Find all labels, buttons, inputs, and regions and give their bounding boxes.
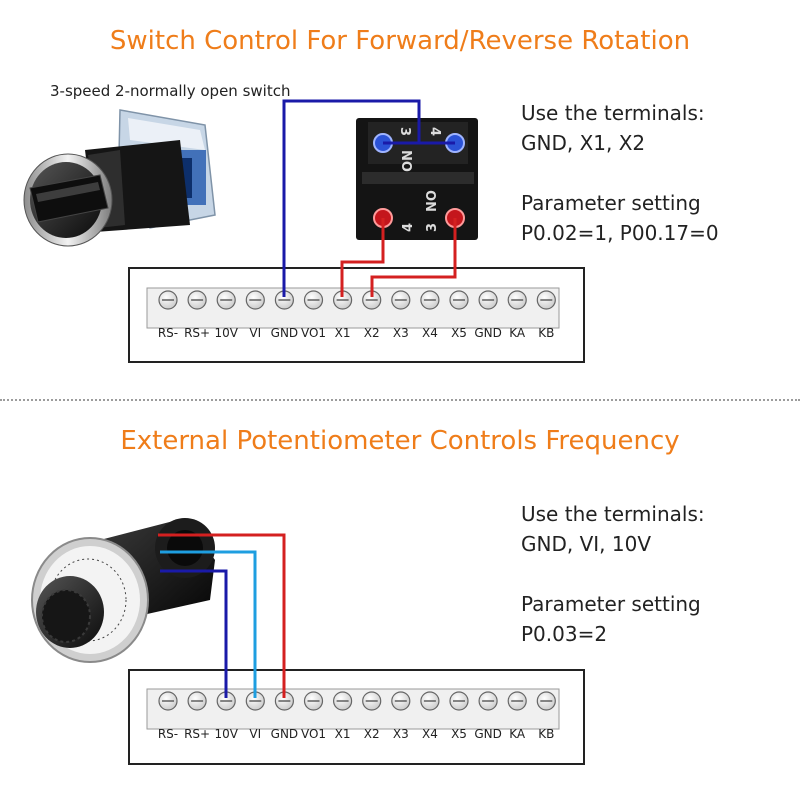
terminal-screw-vi — [245, 691, 265, 711]
switch-caption: 3-speed 2-normally open switch — [50, 82, 291, 100]
terminal-screw-10v — [216, 290, 236, 310]
terminal-screw-rs — [187, 290, 207, 310]
terminal-label: X4 — [422, 326, 438, 340]
wire-10v-to-pot — [160, 569, 228, 698]
terminal-screw-x2 — [362, 691, 382, 711]
terminal-label: KA — [509, 326, 526, 340]
terminal-label: X2 — [364, 326, 380, 340]
terminal-screw-x4 — [420, 290, 440, 310]
terminal-screw-rs — [158, 691, 178, 711]
section1-title: Switch Control For Forward/Reverse Rotat… — [109, 26, 691, 56]
section-divider — [0, 399, 800, 401]
contact-label-bottom-left: 4 — [401, 223, 416, 232]
terminal-label: KB — [538, 326, 554, 340]
contact-label-top-left: 3 — [397, 127, 412, 136]
terminal-label: X1 — [335, 727, 351, 741]
potentiometer-image — [31, 518, 215, 663]
wire-vi-to-pot — [160, 550, 257, 698]
terminals-heading: Use the terminals: — [521, 502, 705, 526]
terminal-screw-ka — [507, 691, 527, 711]
contact-label-top-right: 4 — [427, 127, 442, 136]
terminal-screw-x3 — [391, 691, 411, 711]
terminal-screw-rs — [158, 290, 178, 310]
wire-gnd-to-pot — [158, 533, 286, 698]
terminal-screw-vi — [245, 290, 265, 310]
terminal-screw-x3 — [391, 290, 411, 310]
terminal-label: X2 — [364, 727, 380, 741]
contact-label-top-on: NO — [398, 150, 413, 172]
section2-info: Use the terminals: GND, VI, 10V — [521, 499, 705, 559]
terminal-screw-kb — [536, 290, 556, 310]
section1-wires — [282, 99, 457, 297]
section2-title: External Potentiometer Controls Frequenc… — [120, 426, 680, 456]
terminal-rail — [146, 287, 560, 329]
terminal-screw-rs — [187, 691, 207, 711]
terminal-label: X1 — [335, 326, 351, 340]
terminal-label: KB — [538, 727, 554, 741]
terminals-heading: Use the terminals: — [521, 101, 705, 125]
wire-x2-to-switch — [370, 218, 457, 297]
terminals-list: GND, VI, 10V — [521, 532, 651, 556]
terminal-label: GND — [474, 727, 502, 741]
terminal-screw-kb — [536, 691, 556, 711]
terminal-label: KA — [509, 727, 526, 741]
contact-label-bottom-right: 3 — [425, 223, 440, 232]
param-heading: Parameter setting — [521, 592, 701, 616]
section1-params: Parameter setting P0.02=1, P00.17=0 — [521, 188, 719, 248]
section2-wires — [158, 533, 286, 698]
param-values: P0.02=1, P00.17=0 — [521, 221, 719, 245]
terminal-screw-vo1 — [303, 691, 324, 711]
terminal-label: X4 — [422, 727, 438, 741]
terminal-label: X3 — [393, 727, 409, 741]
terminal-screw-gnd — [478, 290, 498, 310]
terminal-label: GND — [474, 326, 502, 340]
terminal-label: RS- — [158, 727, 178, 741]
terminal-screw-x5 — [449, 290, 469, 310]
contact-block: 3 4 NO NO 4 3 — [356, 118, 478, 240]
section1-info: Use the terminals: GND, X1, X2 — [521, 98, 705, 158]
terminal-label: 10V — [214, 727, 238, 741]
terminal-screw-x1 — [333, 691, 353, 711]
rotary-switch-image — [23, 109, 216, 247]
terminal-label: X5 — [451, 727, 467, 741]
terminal-screw-vo1 — [303, 290, 324, 310]
terminal-label: RS+ — [184, 727, 210, 741]
terminal-label: GND — [271, 326, 299, 340]
terminal-label: 10V — [214, 326, 238, 340]
contact-label-bottom-on: NO — [425, 190, 440, 212]
param-heading: Parameter setting — [521, 191, 701, 215]
terminal-screw-x4 — [420, 691, 440, 711]
terminal-label: VO1 — [301, 727, 326, 741]
terminal-screw-gnd — [478, 691, 498, 711]
terminal-label: X3 — [393, 326, 409, 340]
section2-params: Parameter setting P0.03=2 — [521, 589, 701, 649]
terminal-label: RS- — [158, 326, 178, 340]
terminal-label: RS+ — [184, 326, 210, 340]
wire-x1-to-switch — [340, 218, 385, 297]
terminals-list: GND, X1, X2 — [521, 131, 646, 155]
terminal-label: VI — [249, 727, 261, 741]
terminal-label: VO1 — [301, 326, 326, 340]
terminal-rail — [146, 688, 560, 730]
param-values: P0.03=2 — [521, 622, 608, 646]
terminal-label: VI — [249, 326, 261, 340]
terminal-label: X5 — [451, 326, 467, 340]
terminal-screw-ka — [507, 290, 527, 310]
terminal-screw-x5 — [449, 691, 469, 711]
terminal-label: GND — [271, 727, 299, 741]
